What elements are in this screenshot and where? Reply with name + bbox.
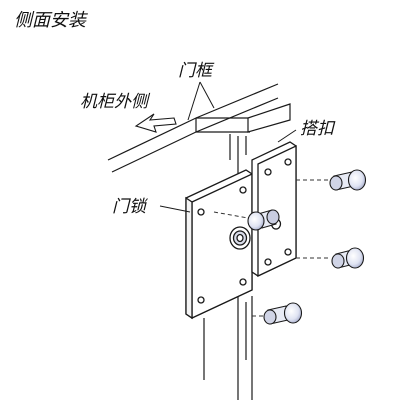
cabinet-frame xyxy=(107,83,291,400)
screw-bottom xyxy=(263,302,303,325)
screw-middle-right xyxy=(331,247,365,269)
leader-lines xyxy=(159,81,297,213)
label-door-frame: 门框 xyxy=(178,61,212,81)
outside-arrow xyxy=(134,113,177,133)
door-lock-plate xyxy=(185,169,253,320)
diagram-title: 侧面安装 xyxy=(14,10,86,31)
label-door-lock: 门锁 xyxy=(112,197,146,217)
label-cabinet-outside: 机柜外侧 xyxy=(80,92,148,112)
screw-top-right xyxy=(329,169,367,191)
label-hasp: 搭扣 xyxy=(300,119,334,139)
center-screw xyxy=(247,209,280,231)
hasp-plate xyxy=(251,141,297,278)
alignment-lines xyxy=(213,179,330,317)
